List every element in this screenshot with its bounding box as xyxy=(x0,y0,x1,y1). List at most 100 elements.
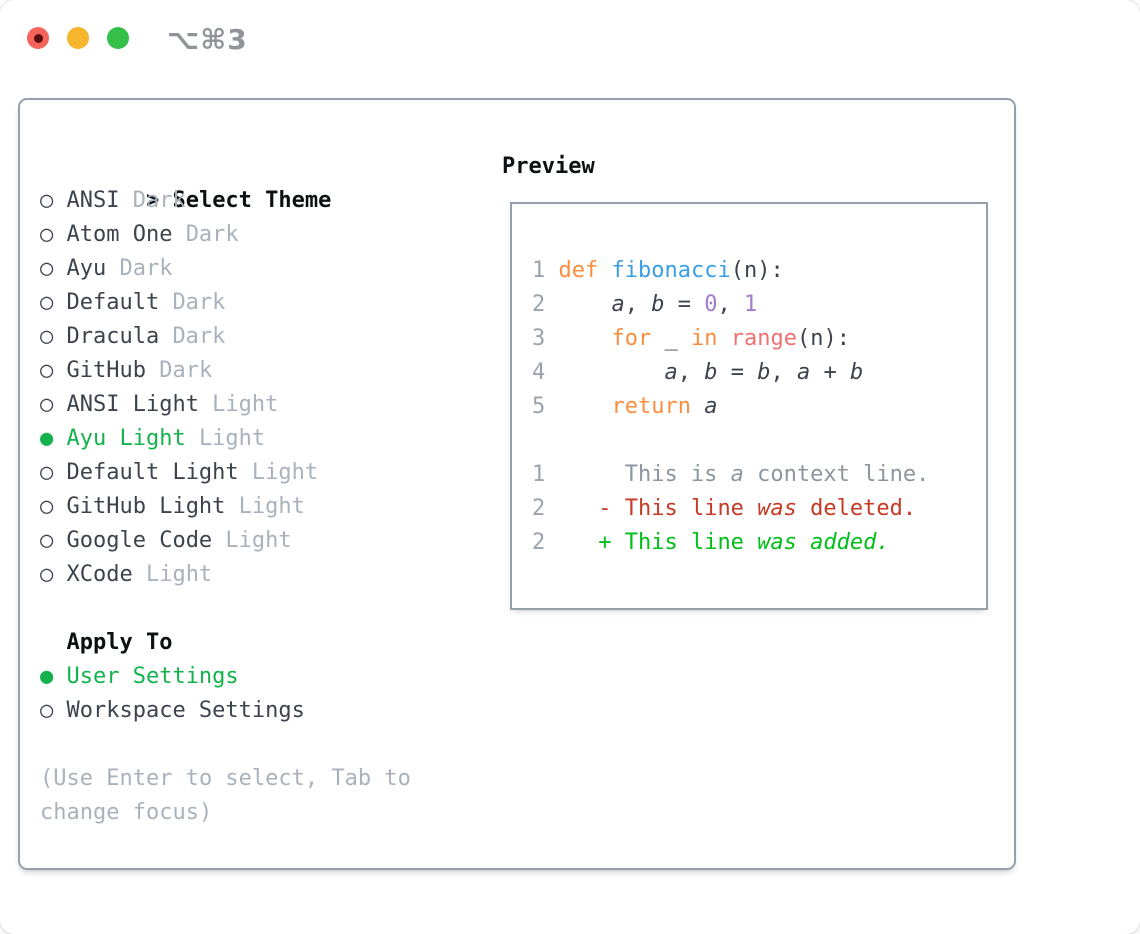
code-segment: = xyxy=(664,292,705,317)
zoom-button[interactable] xyxy=(107,27,129,49)
code-segment xyxy=(558,326,611,351)
theme-name: ANSI xyxy=(66,188,120,213)
radio-icon: ○ xyxy=(40,562,54,587)
theme-name: GitHub xyxy=(66,358,146,383)
theme-variant: Dark xyxy=(159,358,213,383)
theme-name: Dracula xyxy=(66,324,160,349)
code-segment xyxy=(558,360,664,385)
code-segment: deleted. xyxy=(796,496,917,521)
code-segment: a xyxy=(730,462,744,487)
theme-variant: Light xyxy=(198,426,266,451)
code-segment: , xyxy=(770,360,797,385)
line-number: 1 xyxy=(532,462,546,487)
code-segment: _ xyxy=(651,326,691,351)
code-segment: b xyxy=(651,292,665,317)
preview-line-code-1: 1 def fibonacci(n): xyxy=(532,254,986,288)
code-segment: (n): xyxy=(796,326,850,351)
code-segment: for xyxy=(611,326,652,351)
apply-to-list: ●User Settings ○ Workspace Settings xyxy=(40,660,502,728)
line-number: 2 xyxy=(532,530,546,555)
close-button-dot xyxy=(33,33,43,43)
line-number: 5 xyxy=(532,394,546,419)
apply-option-user-settings[interactable]: ●User Settings xyxy=(40,660,502,694)
code-segment: , xyxy=(624,292,652,317)
code-segment xyxy=(558,394,611,419)
apply-option-workspace-settings[interactable]: ○ Workspace Settings xyxy=(40,694,502,728)
radio-icon: ○ xyxy=(40,256,54,281)
titlebar: ⌥⌘3 xyxy=(0,0,1140,98)
preview-line-code-3: 3 for _ in range(n): xyxy=(532,322,986,356)
theme-variant: Dark xyxy=(172,324,226,349)
theme-variant: Dark xyxy=(172,290,226,315)
apply-to-header: Apply To xyxy=(66,630,173,655)
code-segment xyxy=(558,292,611,317)
theme-name: Google Code xyxy=(66,528,213,553)
line-number: 2 xyxy=(532,292,546,317)
theme-variant: Dark xyxy=(185,222,239,247)
theme-variant: Dark xyxy=(132,188,186,213)
theme-variant: Dark xyxy=(119,256,173,281)
selection-pointer-icon: > xyxy=(145,188,160,213)
code-segment: This is xyxy=(558,462,731,487)
code-segment: def xyxy=(558,258,599,283)
code-segment: was added. xyxy=(757,530,890,555)
apply-option-label: Workspace Settings xyxy=(66,698,305,723)
code-segment xyxy=(598,258,611,283)
theme-option-google-code-light[interactable]: ○ Google Code Light xyxy=(40,524,502,558)
radio-icon: ○ xyxy=(40,528,54,553)
line-number: 3 xyxy=(532,326,546,351)
theme-name: Default Light xyxy=(66,460,239,485)
theme-variant: Light xyxy=(225,528,292,553)
code-segment xyxy=(717,326,730,351)
radio-icon: ○ xyxy=(40,698,54,723)
theme-name: Ayu Light xyxy=(66,426,186,451)
theme-variant: Light xyxy=(238,494,305,519)
code-segment: , xyxy=(677,360,705,385)
preview-line-blank-6 xyxy=(532,424,986,458)
radio-icon: ○ xyxy=(40,358,54,383)
select-theme-header: >Select Theme xyxy=(40,150,502,213)
code-segment xyxy=(558,496,598,521)
minimize-button[interactable] xyxy=(67,27,89,49)
radio-selected-icon: ● xyxy=(40,426,54,451)
theme-name: XCode xyxy=(66,562,133,587)
code-segment: a xyxy=(664,360,678,385)
preview-line-code-2: 2 a, b = 0, 1 xyxy=(532,288,986,322)
theme-option-ayu-light-light[interactable]: ● Ayu Light Light xyxy=(40,422,502,456)
preview-title: Preview xyxy=(502,154,595,179)
code-segment: , xyxy=(717,292,744,317)
close-button[interactable] xyxy=(27,27,49,49)
code-segment: a xyxy=(704,394,718,419)
theme-option-github-dark[interactable]: ○ GitHub Dark xyxy=(40,354,502,388)
radio-icon: ○ xyxy=(40,324,54,349)
theme-option-ayu-dark[interactable]: ○ Ayu Dark xyxy=(40,252,502,286)
line-number: 1 xyxy=(532,258,546,283)
code-segment: was xyxy=(757,496,797,521)
preview-line-deleted-8: 2 - This line was deleted. xyxy=(532,492,986,526)
radio-icon: ○ xyxy=(40,290,54,315)
code-segment: b xyxy=(849,360,864,385)
code-segment: fibonacci xyxy=(611,258,731,283)
code-segment xyxy=(691,394,704,419)
preview-line-added-9: 2 + This line was added. xyxy=(532,526,986,560)
hint-line-2: change focus) xyxy=(40,800,213,825)
line-number: 2 xyxy=(532,496,546,521)
radio-icon: ○ xyxy=(40,494,54,519)
code-segment: return xyxy=(611,394,691,419)
traffic-lights xyxy=(27,27,129,49)
code-segment: (n): xyxy=(730,258,784,283)
theme-name: Ayu xyxy=(66,256,107,281)
theme-option-dracula-dark[interactable]: ○ Dracula Dark xyxy=(40,320,502,354)
preview-line-context-7: 1 This is a context line. xyxy=(532,458,986,492)
code-segment: a xyxy=(611,292,625,317)
